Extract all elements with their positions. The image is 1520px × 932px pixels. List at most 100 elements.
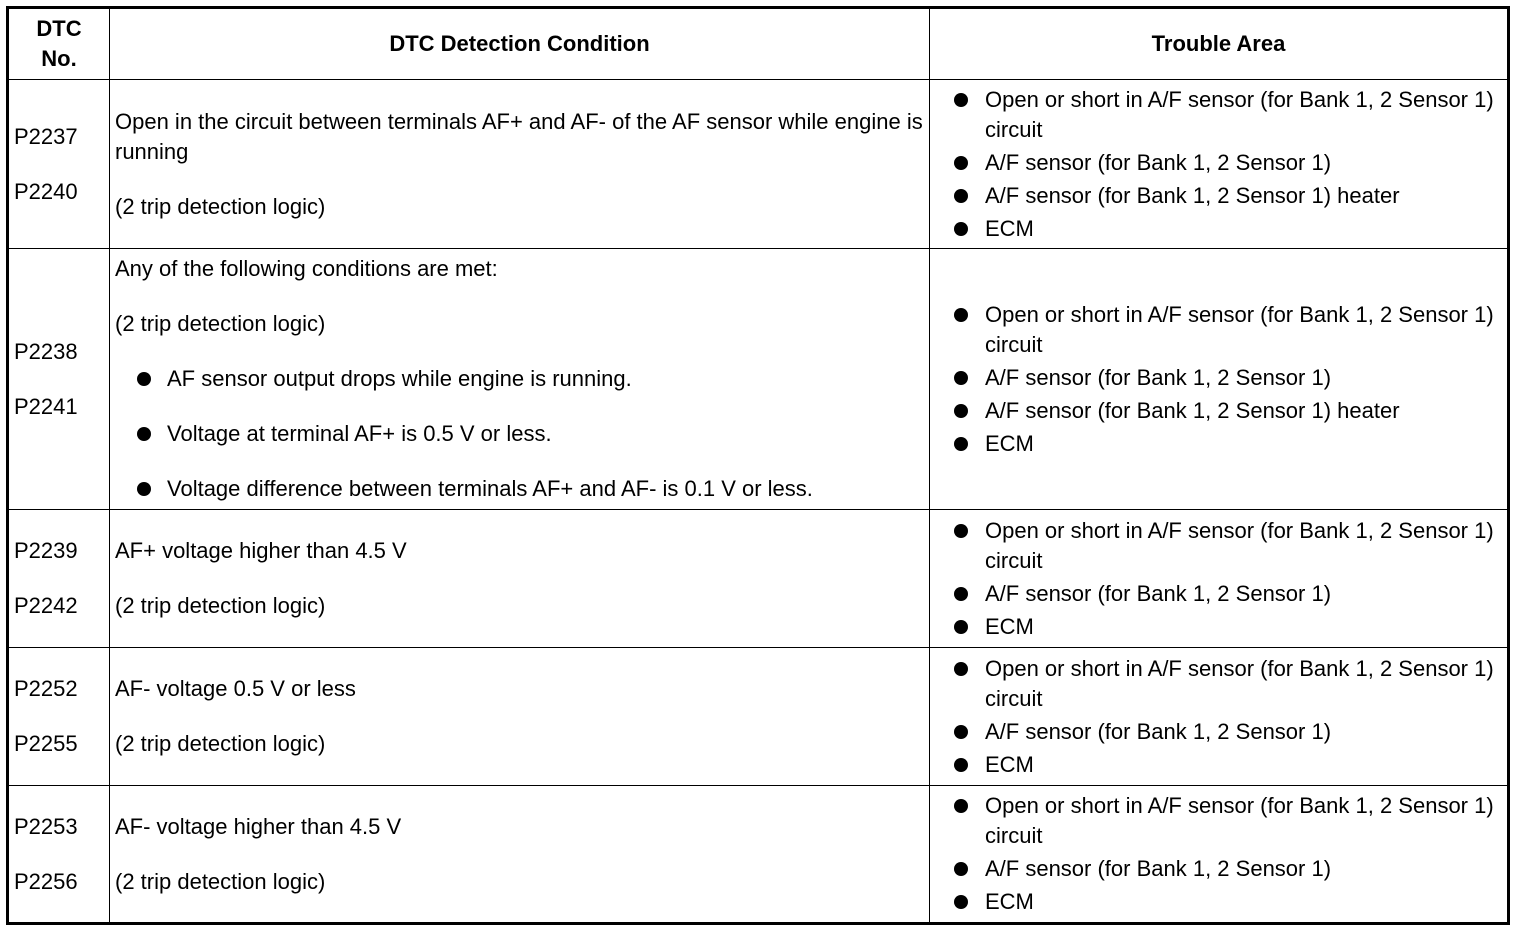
dtc-code: P2239 <box>14 538 78 563</box>
condition-text: AF- voltage higher than 4.5 V <box>115 813 402 839</box>
bullet-icon <box>954 586 968 601</box>
trouble-area-item: A/F sensor (for Bank 1, 2 Sensor 1) <box>954 854 1501 884</box>
detection-condition-cell: AF- voltage higher than 4.5 V (2 trip de… <box>109 785 930 924</box>
trouble-area-item: ECM <box>954 887 1501 917</box>
header-dtc-no: DTC No. <box>7 7 110 80</box>
bullet-icon <box>137 482 151 496</box>
bullet-icon <box>954 724 968 739</box>
dtc-code: P2238 <box>14 338 78 364</box>
trouble-area-item: A/F sensor (for Bank 1, 2 Sensor 1) <box>954 148 1501 178</box>
trouble-area-item: Open or short in A/F sensor (for Bank 1,… <box>954 85 1501 145</box>
condition-bullet-item: Voltage difference between terminals AF+… <box>137 474 923 504</box>
trouble-area-text: Open or short in A/F sensor (for Bank 1,… <box>985 793 1494 848</box>
dtc-code: P2237 <box>14 123 78 149</box>
condition-text: (2 trip detection logic) <box>115 731 326 756</box>
dtc-code: P2252 <box>14 676 78 701</box>
condition-text: Open in the circuit between terminals AF… <box>115 108 923 164</box>
dtc-code-cell: P2238 P2241 <box>7 248 110 510</box>
trouble-area-text: A/F sensor (for Bank 1, 2 Sensor 1) <box>985 580 1332 606</box>
table-row: P2253 P2256 AF- voltage higher than 4.5 … <box>7 785 1509 924</box>
condition-bullet-text: Voltage difference between terminals AF+… <box>167 476 813 501</box>
table-row: P2252 P2255 AF- voltage 0.5 V or less (2… <box>7 647 1509 786</box>
header-dtc-no-line2: No. <box>41 46 77 71</box>
trouble-area-cell: Open or short in A/F sensor (for Bank 1,… <box>929 647 1509 786</box>
trouble-area-text: A/F sensor (for Bank 1, 2 Sensor 1) heat… <box>985 182 1400 208</box>
bullet-icon <box>954 523 968 538</box>
trouble-area-cell: Open or short in A/F sensor (for Bank 1,… <box>929 785 1509 924</box>
dtc-table: DTC No. DTC Detection Condition Trouble … <box>6 6 1510 925</box>
trouble-area-item: Open or short in A/F sensor (for Bank 1,… <box>954 654 1501 714</box>
bullet-icon <box>954 661 968 676</box>
header-dtc-no-line1: DTC <box>36 16 82 41</box>
bullet-icon <box>954 92 968 107</box>
header-trouble-area: Trouble Area <box>929 7 1509 80</box>
dtc-code: P2242 <box>14 593 78 618</box>
dtc-code: P2253 <box>14 813 78 839</box>
table-row: P2239 P2242 AF+ voltage higher than 4.5 … <box>7 509 1509 648</box>
dtc-code-cell: P2253 P2256 <box>7 785 110 924</box>
trouble-area-text: Open or short in A/F sensor (for Bank 1,… <box>985 655 1494 711</box>
detection-condition-cell: AF+ voltage higher than 4.5 V (2 trip de… <box>109 509 930 648</box>
trouble-area-item: ECM <box>954 612 1501 642</box>
bullet-icon <box>137 427 151 441</box>
bullet-icon <box>954 757 968 772</box>
condition-text: Any of the following conditions are met: <box>115 256 498 281</box>
trouble-area-text: A/F sensor (for Bank 1, 2 Sensor 1) <box>985 856 1332 881</box>
trouble-area-item: ECM <box>954 214 1501 244</box>
trouble-area-text: ECM <box>985 751 1034 777</box>
table-row: P2237 P2240 Open in the circuit between … <box>7 79 1509 249</box>
trouble-area-text: Open or short in A/F sensor (for Bank 1,… <box>985 86 1494 142</box>
detection-condition-cell: Open in the circuit between terminals AF… <box>109 79 930 249</box>
dtc-code-cell: P2237 P2240 <box>7 79 110 249</box>
trouble-area-item: A/F sensor (for Bank 1, 2 Sensor 1) <box>954 717 1501 747</box>
trouble-area-text: ECM <box>985 430 1034 456</box>
bullet-icon <box>954 307 968 322</box>
condition-text: (2 trip detection logic) <box>115 868 326 894</box>
dtc-code-cell: P2239 P2242 <box>7 509 110 648</box>
trouble-area-cell: Open or short in A/F sensor (for Bank 1,… <box>929 509 1509 648</box>
header-detection-condition: DTC Detection Condition <box>109 7 930 80</box>
bullet-icon <box>954 895 968 909</box>
bullet-icon <box>954 619 968 634</box>
trouble-area-item: Open or short in A/F sensor (for Bank 1,… <box>954 300 1501 360</box>
dtc-code: P2256 <box>14 868 78 894</box>
bullet-icon <box>954 221 968 236</box>
trouble-area-item: Open or short in A/F sensor (for Bank 1,… <box>954 791 1501 851</box>
condition-text: (2 trip detection logic) <box>115 311 326 336</box>
trouble-area-text: ECM <box>985 613 1034 639</box>
trouble-area-item: ECM <box>954 429 1501 459</box>
trouble-area-text: A/F sensor (for Bank 1, 2 Sensor 1) heat… <box>985 397 1400 423</box>
dtc-code-cell: P2252 P2255 <box>7 647 110 786</box>
dtc-code: P2255 <box>14 731 78 756</box>
trouble-area-item: A/F sensor (for Bank 1, 2 Sensor 1) <box>954 363 1501 393</box>
trouble-area-cell: Open or short in A/F sensor (for Bank 1,… <box>929 248 1509 510</box>
detection-condition-cell: Any of the following conditions are met:… <box>109 248 930 510</box>
bullet-icon <box>954 403 968 418</box>
condition-bullet-text: Voltage at terminal AF+ is 0.5 V or less… <box>167 421 552 446</box>
condition-bullet-text: AF sensor output drops while engine is r… <box>167 366 632 391</box>
trouble-area-item: Open or short in A/F sensor (for Bank 1,… <box>954 516 1501 576</box>
condition-bullet-item: Voltage at terminal AF+ is 0.5 V or less… <box>137 419 923 449</box>
trouble-area-text: Open or short in A/F sensor (for Bank 1,… <box>985 301 1494 357</box>
detection-condition-cell: AF- voltage 0.5 V or less (2 trip detect… <box>109 647 930 786</box>
bullet-icon <box>954 155 968 170</box>
trouble-area-item: A/F sensor (for Bank 1, 2 Sensor 1) heat… <box>954 181 1501 211</box>
bullet-icon <box>954 436 968 451</box>
bullet-icon <box>954 862 968 876</box>
bullet-icon <box>954 799 968 813</box>
trouble-area-item: A/F sensor (for Bank 1, 2 Sensor 1) <box>954 579 1501 609</box>
condition-text: AF+ voltage higher than 4.5 V <box>115 538 407 563</box>
trouble-area-cell: Open or short in A/F sensor (for Bank 1,… <box>929 79 1509 249</box>
trouble-area-text: A/F sensor (for Bank 1, 2 Sensor 1) <box>985 149 1332 175</box>
trouble-area-text: ECM <box>985 889 1034 914</box>
trouble-area-text: A/F sensor (for Bank 1, 2 Sensor 1) <box>985 718 1332 744</box>
condition-text: (2 trip detection logic) <box>115 593 326 618</box>
header-row: DTC No. DTC Detection Condition Trouble … <box>7 7 1509 80</box>
bullet-icon <box>137 372 151 386</box>
table-row: P2238 P2241 Any of the following conditi… <box>7 248 1509 510</box>
condition-text: (2 trip detection logic) <box>115 193 326 219</box>
trouble-area-item: ECM <box>954 750 1501 780</box>
trouble-area-text: ECM <box>985 215 1034 241</box>
dtc-code: P2241 <box>14 393 78 419</box>
dtc-code: P2240 <box>14 178 78 204</box>
